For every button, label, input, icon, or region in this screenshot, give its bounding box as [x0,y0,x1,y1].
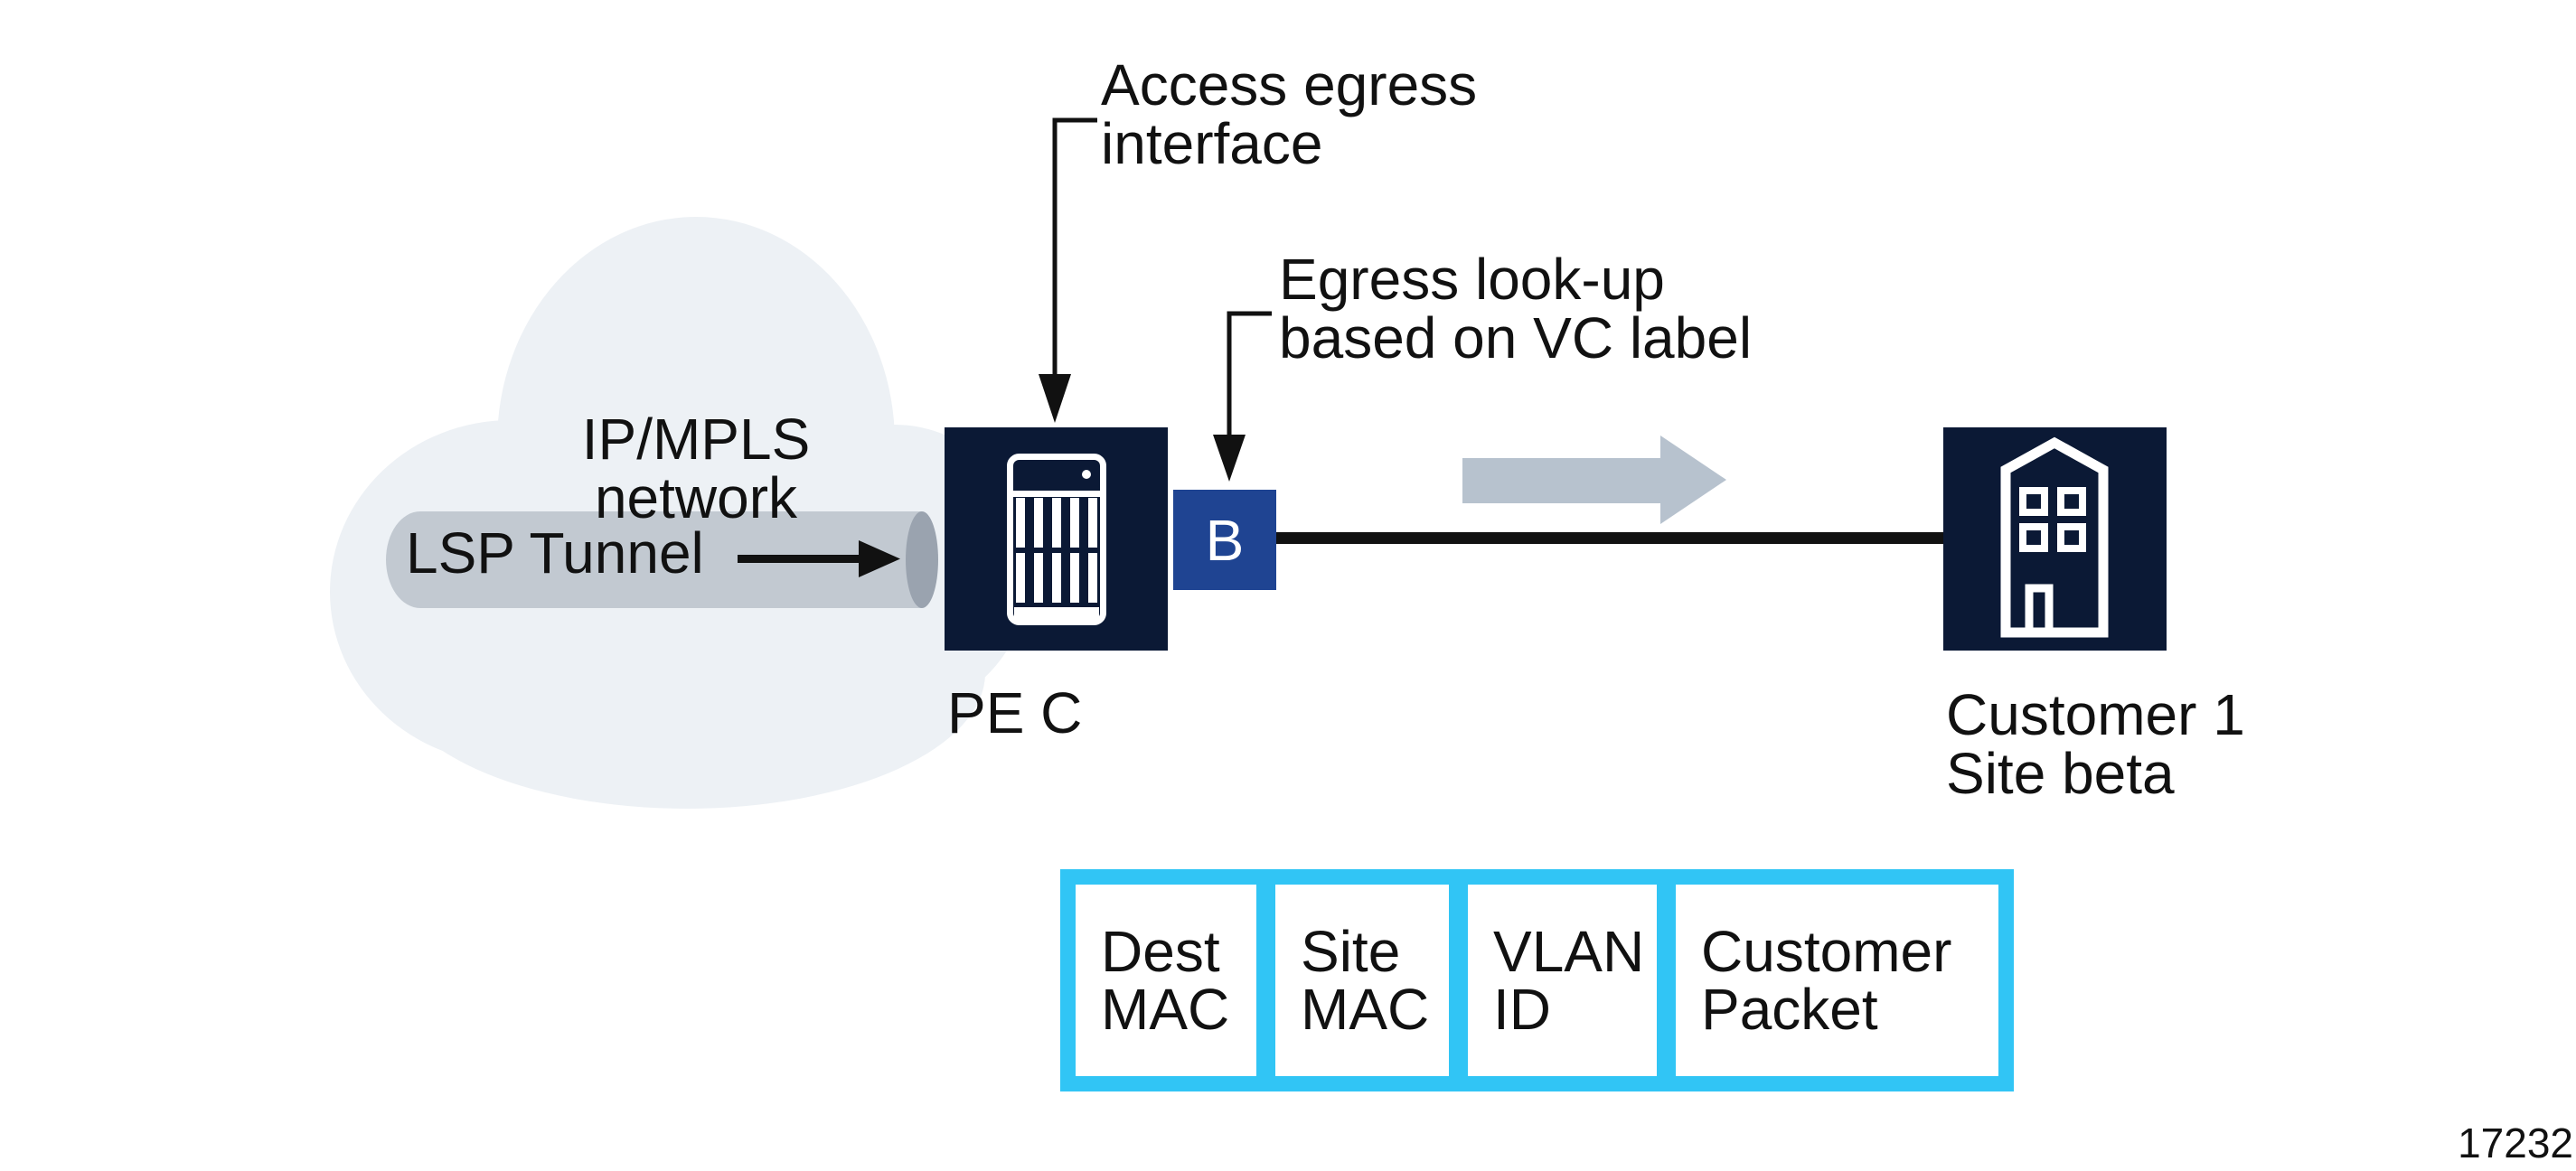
pe-router-label: PE C [947,680,1083,745]
customer-site-box [1943,427,2167,651]
figure-number: 17232 [2458,1119,2573,1166]
lsp-tunnel-cylinder [386,511,938,608]
access-egress-annotation: Access egress interface [1101,52,1478,176]
customer-site-label: Customer 1 Site beta [1946,682,2245,806]
pe-router-box [945,427,1168,651]
packet-diagram: Dest MAC Site MAC VLAN ID Customer Packe… [1060,869,2014,1091]
traffic-direction-arrow [1462,436,1726,524]
building-icon [2000,436,2109,638]
lsp-direction-arrow [738,540,900,577]
sap-b-label: B [1205,507,1245,573]
cloud-label: IP/MPLS network [581,407,811,530]
connector-line [1276,532,1943,544]
lsp-tunnel-label: LSP Tunnel [406,520,704,586]
egress-lookup-annotation: Egress look-up based on VC label [1279,247,1753,370]
router-icon [1006,453,1106,625]
packet-field-vlan-id: VLAN ID [1468,885,1657,1076]
tunnel-end-cap [906,511,938,608]
packet-field-dest-mac: Dest MAC [1076,885,1256,1076]
access-egress-arrow [1039,117,1097,423]
egress-lookup-arrow [1213,311,1272,482]
sap-b-box: B [1173,490,1276,590]
packet-field-site-mac: Site MAC [1275,885,1449,1076]
packet-field-customer-packet: Customer Packet [1676,885,1998,1076]
